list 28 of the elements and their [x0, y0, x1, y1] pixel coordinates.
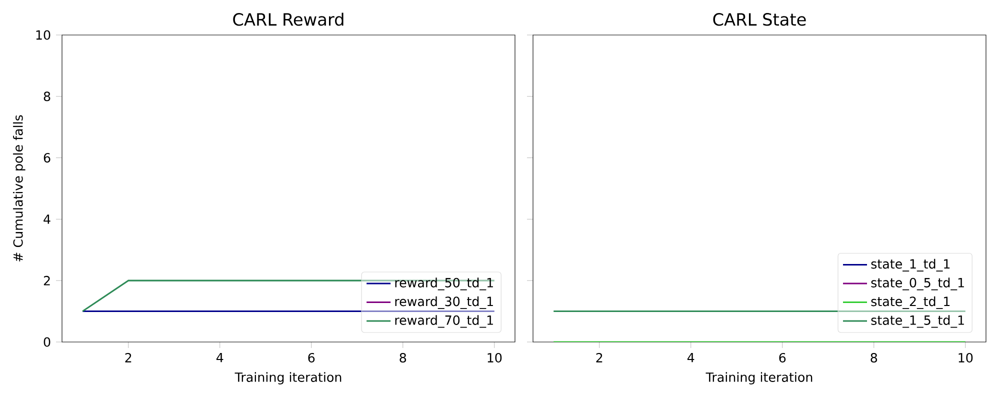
legend-label: state_1_td_1	[871, 258, 950, 272]
y-axis-title: # Cumulative pole falls	[13, 115, 26, 262]
x-tick-label: 8	[870, 352, 878, 363]
x-tick-label: 2	[596, 352, 602, 362]
legend-label: state_0_5_td_1	[871, 278, 964, 290]
legend-label: reward_70_td_1	[395, 315, 493, 328]
x-tick-label: 4	[687, 352, 694, 362]
x-tick-label: 6	[308, 352, 315, 363]
y-tick-label: 10	[36, 30, 50, 40]
legend-label: state_2_td_1	[871, 296, 950, 309]
x-axis-title: Training iteration	[234, 372, 342, 384]
legend-label: reward_50_td_1	[395, 278, 493, 290]
chart-title: CARL Reward	[233, 12, 344, 26]
x-tick-label: 10	[488, 352, 502, 363]
y-tick-label: 6	[44, 153, 50, 163]
legend-label: reward_30_td_1	[395, 296, 493, 309]
y-tick-label: 2	[44, 276, 50, 286]
x-tick-label: 2	[125, 352, 132, 362]
y-tick-label: 8	[44, 92, 50, 102]
y-tick-label: 0	[44, 337, 50, 347]
legend-label: state_1_5_td_1	[871, 315, 964, 328]
y-tick-label: 4	[44, 214, 50, 224]
x-tick-label: 8	[400, 352, 406, 363]
x-tick-label: 6	[779, 352, 786, 363]
x-axis-title: Training iteration	[706, 372, 812, 384]
chart-title: CARL State	[713, 13, 806, 26]
x-tick-label: 10	[958, 352, 973, 363]
x-tick-label: 4	[216, 352, 224, 362]
